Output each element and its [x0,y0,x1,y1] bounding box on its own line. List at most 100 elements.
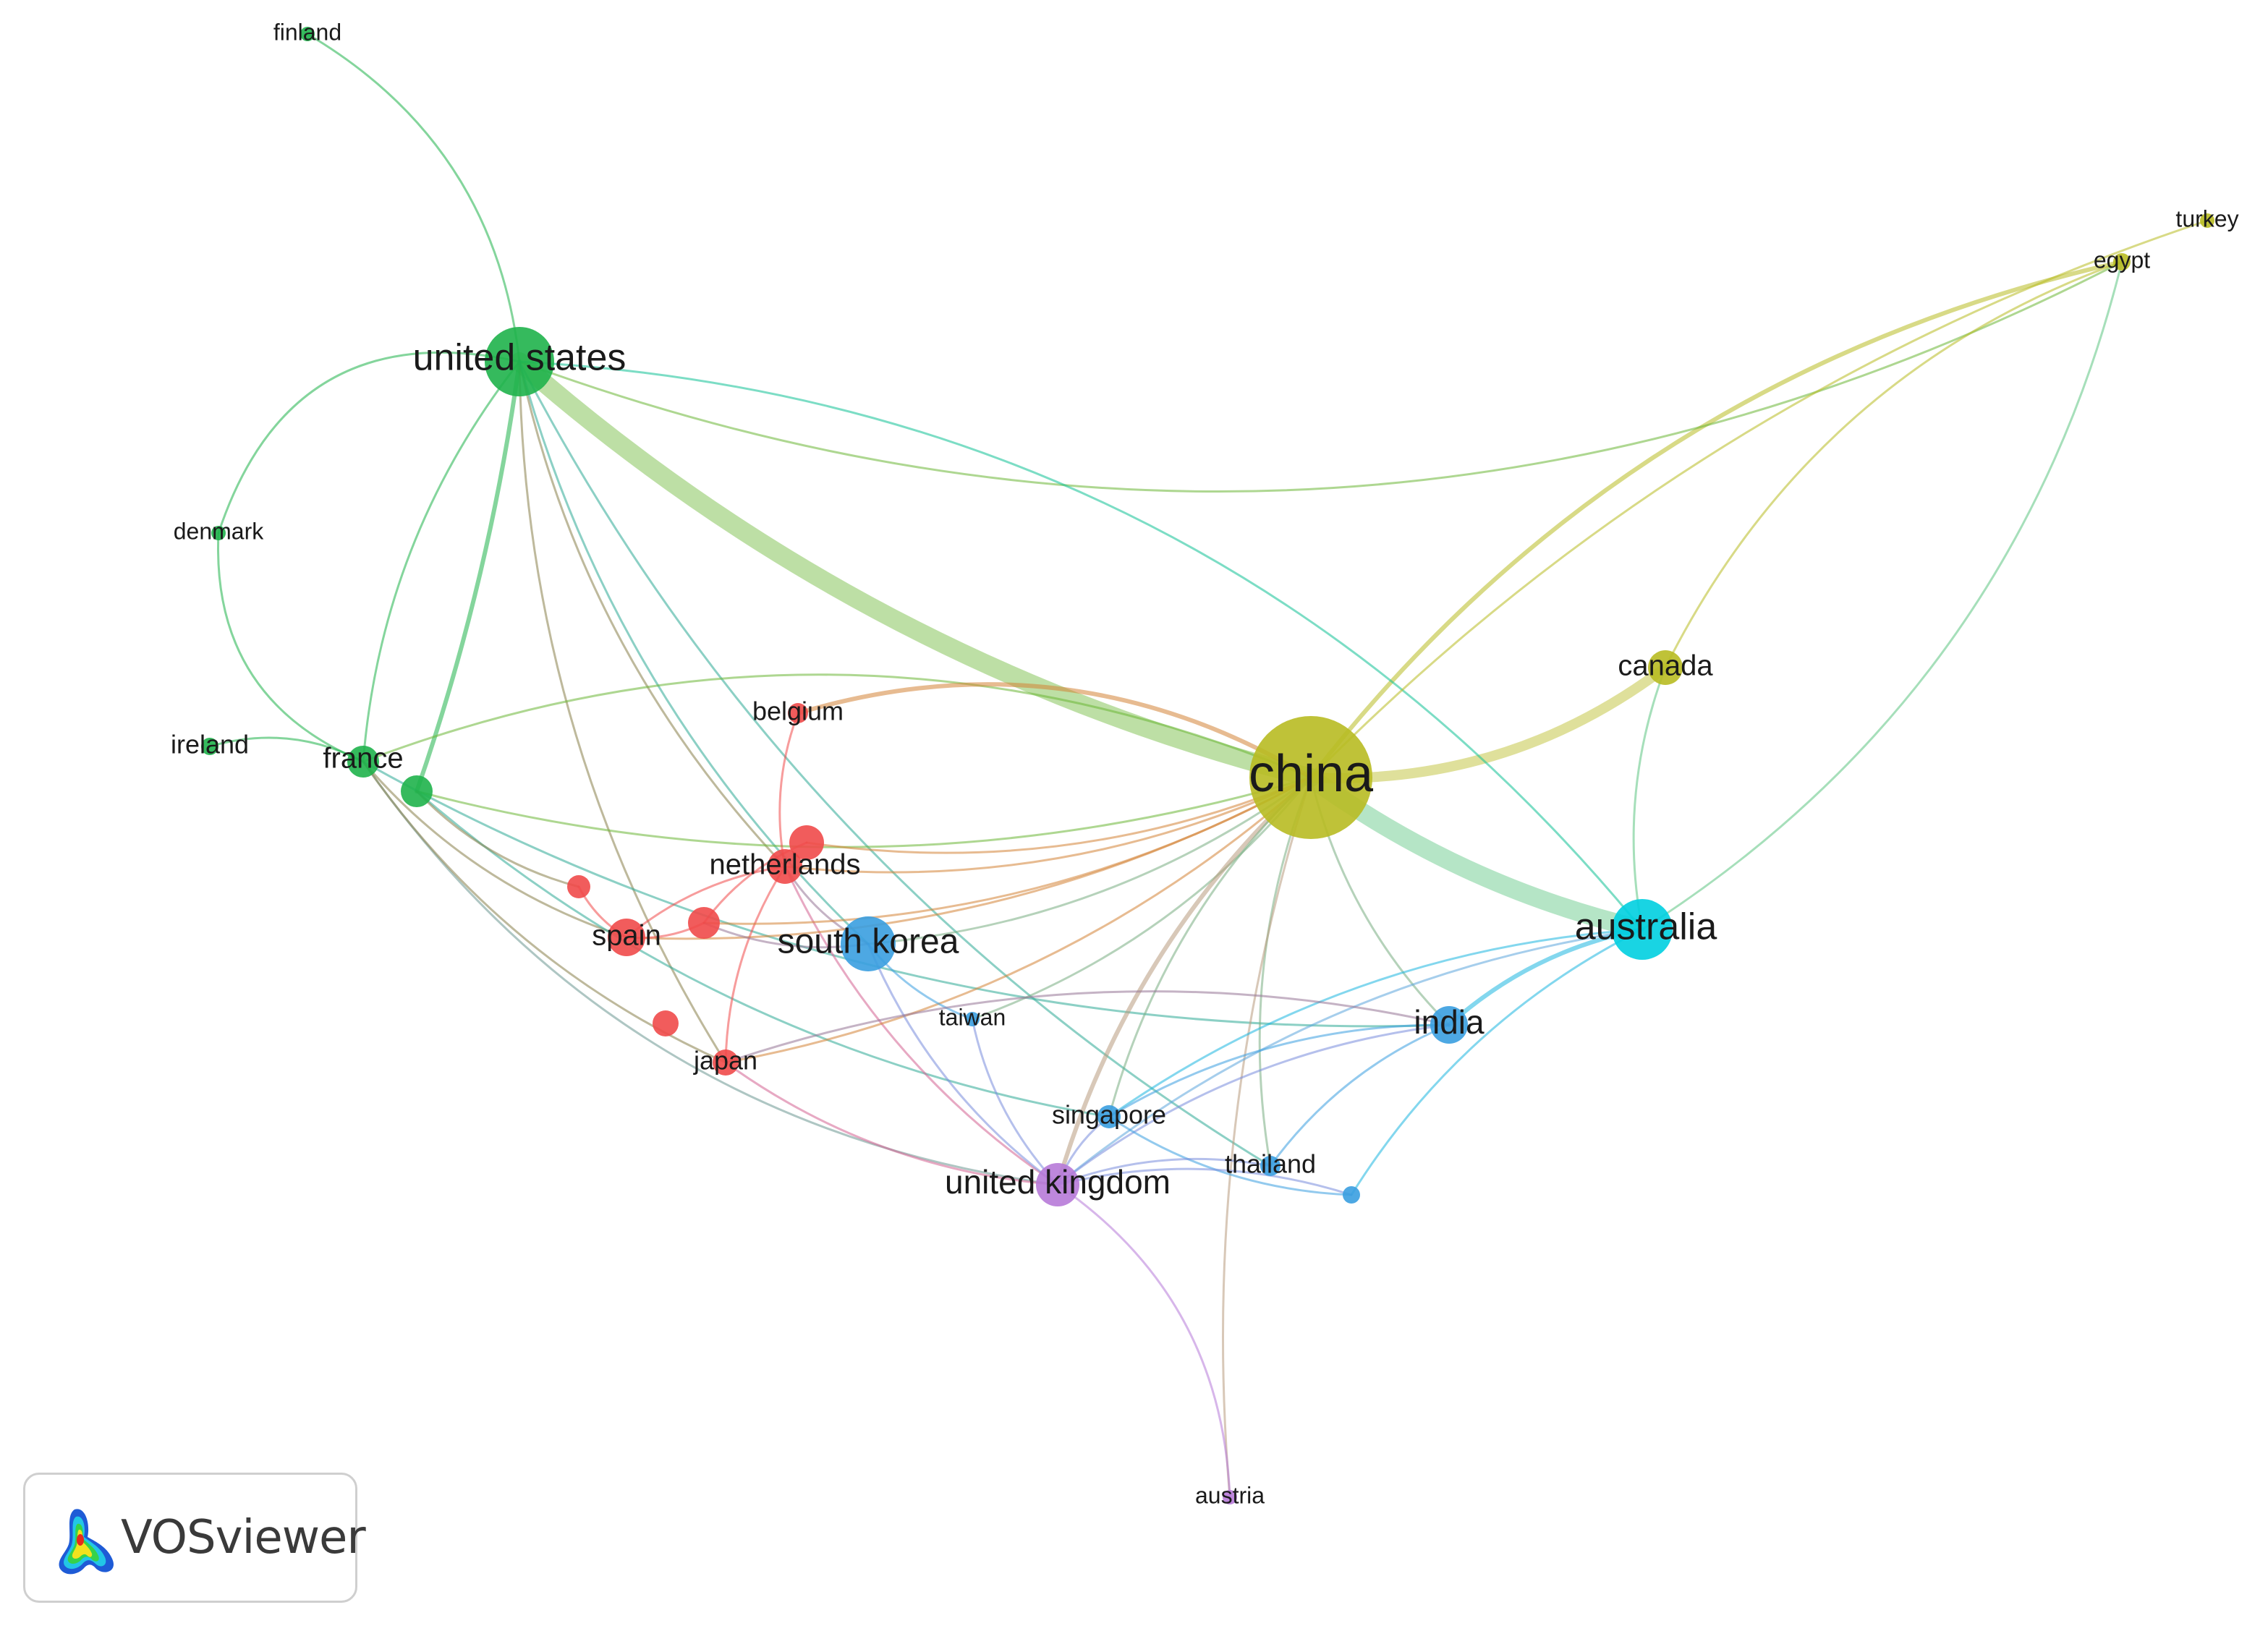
node-label-australia: australia [1575,906,1717,948]
node-austria[interactable] [1223,1490,1237,1504]
node-turkey[interactable] [2200,213,2214,228]
edge-japan-united-kingdom [724,1061,1059,1186]
edge-canada-egypt [1664,260,2123,669]
edge-red-b-china [702,776,1312,925]
node-label-thailand: thailand [1225,1149,1316,1179]
node-denmark[interactable] [211,526,226,540]
node-china[interactable] [1249,716,1372,839]
node-india[interactable] [1430,1006,1468,1044]
node-label-netherlands: netherlands [709,849,860,881]
node-green-2[interactable] [401,775,433,807]
vosviewer-logo: VOSviewer [23,1473,366,1603]
edge-netherlands-spain [625,865,786,939]
edge-netherlands-united-kingdom [783,865,1059,1186]
edge-china-united-kingdom [1056,775,1313,1187]
node-label-belgium: belgium [752,697,844,726]
node-red-c[interactable] [789,825,824,860]
node-singapore[interactable] [1097,1105,1121,1128]
vosviewer-logo-text: VOSviewer [121,1511,366,1564]
edge-netherlands-china [783,776,1312,874]
edge-united-states-france [362,360,521,763]
node-red-a[interactable] [567,875,590,898]
node-blue-small[interactable] [1343,1186,1360,1204]
node-united-states[interactable] [485,327,554,396]
node-finland[interactable] [300,27,315,41]
edge-united-states-china [510,352,1320,787]
node-france[interactable] [347,746,379,778]
node-label-taiwan: taiwan [939,1004,1006,1030]
edge-australia-united-kingdom [1056,928,1644,1186]
node-label-south-korea: south korea [778,923,959,961]
node-ireland[interactable] [201,738,218,755]
edge-france-india [362,760,1451,1028]
edge-singapore-blue-small [1108,1115,1353,1196]
edge-denmark-france [216,532,365,763]
edge-taiwan-united-kingdom [971,1018,1059,1186]
node-label-united-kingdom: united kingdom [945,1163,1171,1201]
node-japan[interactable] [713,1049,739,1076]
node-label-turkey: turkey [2175,205,2238,231]
edge-united-states-finland [306,33,521,363]
edge-france-china [362,673,1312,779]
edge-green-2-china [415,776,1312,848]
node-label-spain: spain [592,920,661,952]
edge-turkey-china [1309,219,2209,779]
node-red-d[interactable] [653,1010,679,1036]
labels-layer: china united states australia south korea un… [171,19,2239,1508]
node-label-france: france [323,743,403,775]
node-red-b[interactable] [688,907,720,939]
edge-united-kingdom-austria [1056,1183,1231,1499]
edge-united-states-japan [518,360,727,1064]
edge-netherlands-japan [724,865,786,1064]
node-label-canada: canada [1618,650,1713,682]
edge-india-japan [724,990,1451,1064]
nodes-layer [201,27,2214,1504]
node-label-united-states: united states [413,337,627,379]
node-spain[interactable] [608,919,645,956]
edge-india-united-kingdom [1056,1023,1451,1186]
node-egypt[interactable] [2113,253,2131,271]
edge-india-thailand [1269,1023,1451,1167]
node-label-denmark: denmark [174,518,265,544]
edge-united-states-australia [518,360,1644,931]
vosviewer-heatmap-icon [59,1509,114,1575]
node-canada[interactable] [1648,650,1683,685]
edge-thailand-united-kingdom [1056,1157,1272,1186]
edge-united-states-green-2 [415,359,522,793]
edge-united-states-thailand [518,360,1272,1167]
edge-france-spain [362,760,628,939]
edge-australia-singapore [1108,928,1644,1118]
edge-egypt-australia [1641,260,2123,931]
edge-china-egypt [1309,260,2124,780]
node-netherlands[interactable] [768,849,802,884]
edge-united-states-netherlands [518,360,786,868]
edge-south-korea-united-kingdom [867,942,1059,1186]
edge-japan-china [724,776,1312,1064]
edge-belgium-china [796,682,1313,780]
edge-france-united-kingdom [362,760,1059,1186]
edge-red-c-china [805,776,1312,854]
node-belgium[interactable] [788,703,808,723]
node-label-egypt: egypt [2094,247,2150,273]
node-label-ireland: ireland [171,730,249,759]
edge-india-singapore [1108,1023,1451,1118]
edge-belgium-netherlands [778,712,799,868]
edge-united-states-egypt [518,260,2123,493]
node-label-china: china [1249,745,1374,803]
node-south-korea[interactable] [841,916,896,971]
edge-united-states-denmark [217,351,521,535]
node-australia[interactable] [1612,899,1673,960]
node-united-kingdom[interactable] [1036,1163,1079,1206]
node-label-austria: austria [1195,1482,1265,1508]
edge-ireland-france [208,736,365,763]
edge-blue-small-united-kingdom [1056,1167,1353,1196]
node-label-india: india [1414,1003,1485,1041]
edges-layer [208,33,2209,1499]
node-label-singapore: singapore [1052,1100,1166,1130]
edge-green-2-singapore [415,790,1110,1118]
node-label-finland: finland [273,19,341,45]
node-taiwan[interactable] [965,1012,980,1026]
node-thailand[interactable] [1260,1156,1280,1176]
edge-south-korea-china [867,776,1312,945]
